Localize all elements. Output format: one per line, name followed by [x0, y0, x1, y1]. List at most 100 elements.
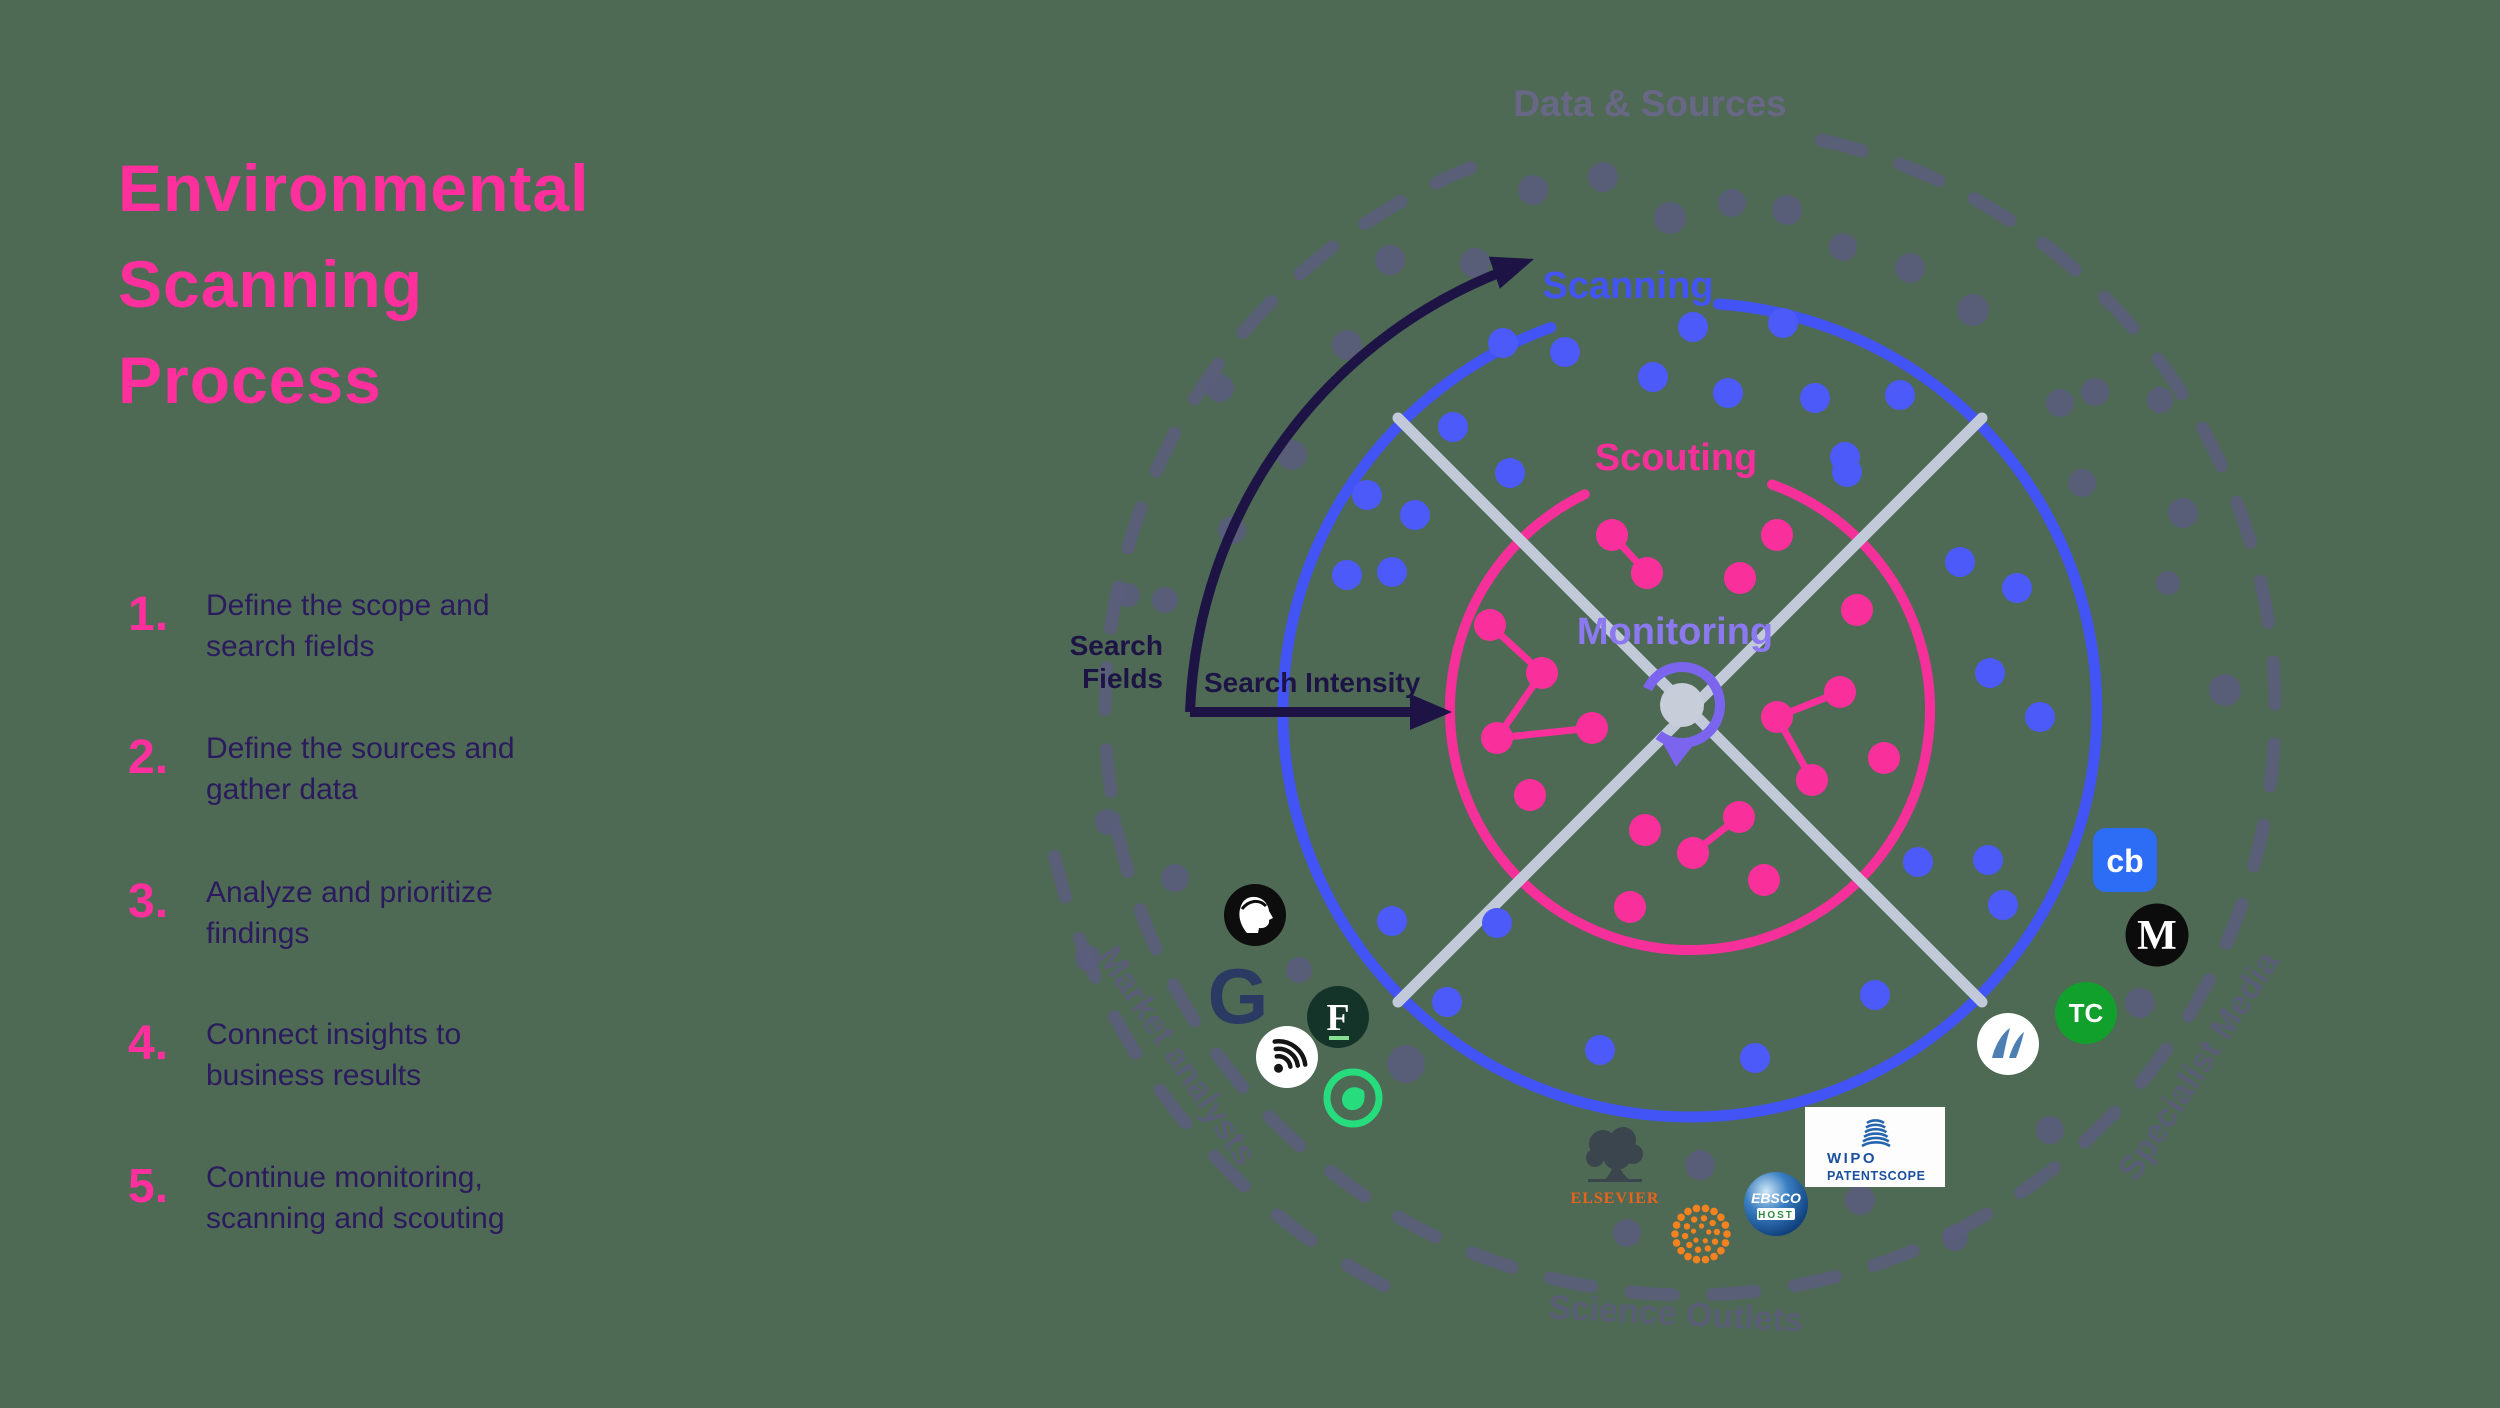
thomson-reuters-dot — [1723, 1230, 1731, 1238]
outer-source-dot — [1286, 957, 1312, 983]
scouting-dot — [1614, 891, 1646, 923]
search-intensity-arrowhead-icon — [1410, 694, 1452, 730]
search-fields-arrow-curve — [1185, 260, 1522, 713]
scouting-dot — [1514, 779, 1546, 811]
scouting-dot — [1796, 764, 1828, 796]
rss-waves-icon — [1272, 1039, 1308, 1073]
scouting-dot — [1824, 676, 1856, 708]
outer-source-dot — [1845, 1185, 1875, 1215]
step-3-text: Analyze and prioritize findings — [206, 876, 493, 950]
outer-source-dot — [1895, 253, 1925, 283]
ebsco-host-band — [1757, 1208, 1795, 1220]
outer-source-dot — [1942, 1225, 1968, 1251]
data-source-dots — [1075, 162, 2241, 1251]
page-title-line-1: Environmental — [118, 151, 590, 225]
scouting-dot — [1868, 742, 1900, 774]
step-1: 1. Define the scope and search fields — [128, 585, 558, 667]
crunchbase-logo: cb — [2093, 828, 2157, 892]
step-3: 3. Analyze and prioritize findings — [128, 872, 558, 954]
thomson-reuters-dot — [1694, 1246, 1702, 1253]
step-2: 2. Define the sources and gather data — [128, 728, 558, 810]
medium-letter: M — [2137, 913, 2177, 959]
outer-source-dot — [2209, 674, 2241, 706]
scouting-dot — [1631, 557, 1663, 589]
scanning-dot — [1332, 560, 1362, 590]
outer-source-dot — [2036, 1116, 2064, 1144]
thomson-reuters-dot — [1706, 1229, 1712, 1235]
outer-source-dot — [1957, 294, 1989, 326]
step-4-number: 4. — [128, 1017, 169, 1070]
step-2-number: 2. — [128, 731, 169, 784]
outer-extra-arc — [1041, 816, 1391, 1293]
ring-label-scouting: Scouting — [1595, 437, 1758, 479]
thomson-reuters-dot — [1717, 1213, 1725, 1222]
thomson-reuters-dot — [1710, 1207, 1718, 1216]
thomson-reuters-dot — [1684, 1207, 1692, 1216]
wipo-swirl-arc — [1865, 1123, 1886, 1129]
step-5-text: Continue monitoring, scanning and scouti… — [206, 1161, 505, 1235]
page-title: Environmental Scanning Process — [118, 140, 589, 428]
wipo-swirl-arc — [1866, 1119, 1885, 1125]
forbes-underline — [1329, 1036, 1349, 1040]
thomson-reuters-dot — [1672, 1221, 1681, 1229]
head-profile-logo — [1224, 884, 1286, 946]
thomson-reuters-dot — [1686, 1241, 1693, 1249]
thomson-reuters-dot — [1721, 1239, 1730, 1247]
techcrunch-logo: TC — [2055, 982, 2117, 1044]
scanning-dot — [1975, 658, 2005, 688]
thomson-reuters-dot — [1690, 1228, 1697, 1234]
thomson-reuters-dot — [1681, 1232, 1689, 1240]
wipo-swirl-arc — [1864, 1127, 1888, 1134]
search-fields-label-line1: Search — [1070, 630, 1163, 661]
scouting-dot — [1474, 609, 1506, 641]
edge-label-science-outlets: Science Outlets — [1547, 1288, 1804, 1339]
scanning-dot — [1973, 845, 2003, 875]
thomson-reuters-dot — [1690, 1216, 1698, 1223]
crunchbase-logo-bg — [2093, 828, 2157, 892]
ring-label-monitoring: Monitoring — [1577, 611, 1773, 653]
scanning-dot — [1495, 458, 1525, 488]
outer-source-dot — [2046, 389, 2074, 417]
step-1-text: Define the scope and search fields — [206, 589, 490, 663]
scouting-dot — [1526, 657, 1558, 689]
elsevier-wordmark: ELSEVIER — [1571, 1190, 1660, 1207]
wipo-swirl-arc — [1861, 1141, 1891, 1148]
scouting-dot — [1723, 801, 1755, 833]
wipo-patentscope-logo: WIPO PATENTSCOPE — [1805, 1107, 1945, 1187]
rss-feed-logo — [1256, 1026, 1318, 1088]
ebsco-wordmark: EBSCO — [1751, 1190, 1801, 1206]
thomson-reuters-dot — [1711, 1238, 1719, 1245]
search-fields-arrowhead-icon — [1488, 256, 1534, 289]
scanning-dot — [1768, 308, 1798, 338]
page-title-line-2: Scanning — [118, 247, 424, 321]
wipo-swirl-arc — [1862, 1136, 1890, 1143]
elsevier-logo: ELSEVIER — [1571, 1127, 1660, 1207]
scanning-dot — [1585, 1035, 1615, 1065]
outer-source-dot — [2081, 378, 2109, 406]
green-leaf-logo — [1323, 1068, 1383, 1128]
outer-source-dot — [1613, 1219, 1641, 1247]
thomson-reuters-dot — [1677, 1213, 1685, 1222]
scouting-dot — [1761, 519, 1793, 551]
ebsco-host-wordmark: HOST — [1758, 1210, 1794, 1221]
page-title-line-3: Process — [118, 343, 382, 417]
outer-source-dot — [1654, 202, 1686, 234]
outer-source-dot — [1772, 195, 1802, 225]
scanning-dot — [1800, 383, 1830, 413]
leaf-icon — [1342, 1087, 1365, 1111]
center-dot — [1660, 683, 1704, 727]
thomson-reuters-dot — [1684, 1252, 1692, 1261]
scanning-dot — [1860, 980, 1890, 1010]
outer-source-dot — [1460, 248, 1490, 278]
thomson-reuters-dot — [1693, 1237, 1699, 1243]
scanning-dot — [1438, 412, 1468, 442]
scanning-dot — [1352, 480, 1382, 510]
search-fields-label-line2: Fields — [1082, 663, 1163, 694]
sails-icon — [1992, 1028, 2024, 1058]
outer-source-dot — [1116, 583, 1140, 607]
thomson-reuters-dot — [1721, 1221, 1730, 1229]
outer-source-dot — [2156, 571, 2180, 595]
outer-source-dot — [1075, 945, 1101, 971]
forbes-letter: F — [1326, 997, 1349, 1039]
